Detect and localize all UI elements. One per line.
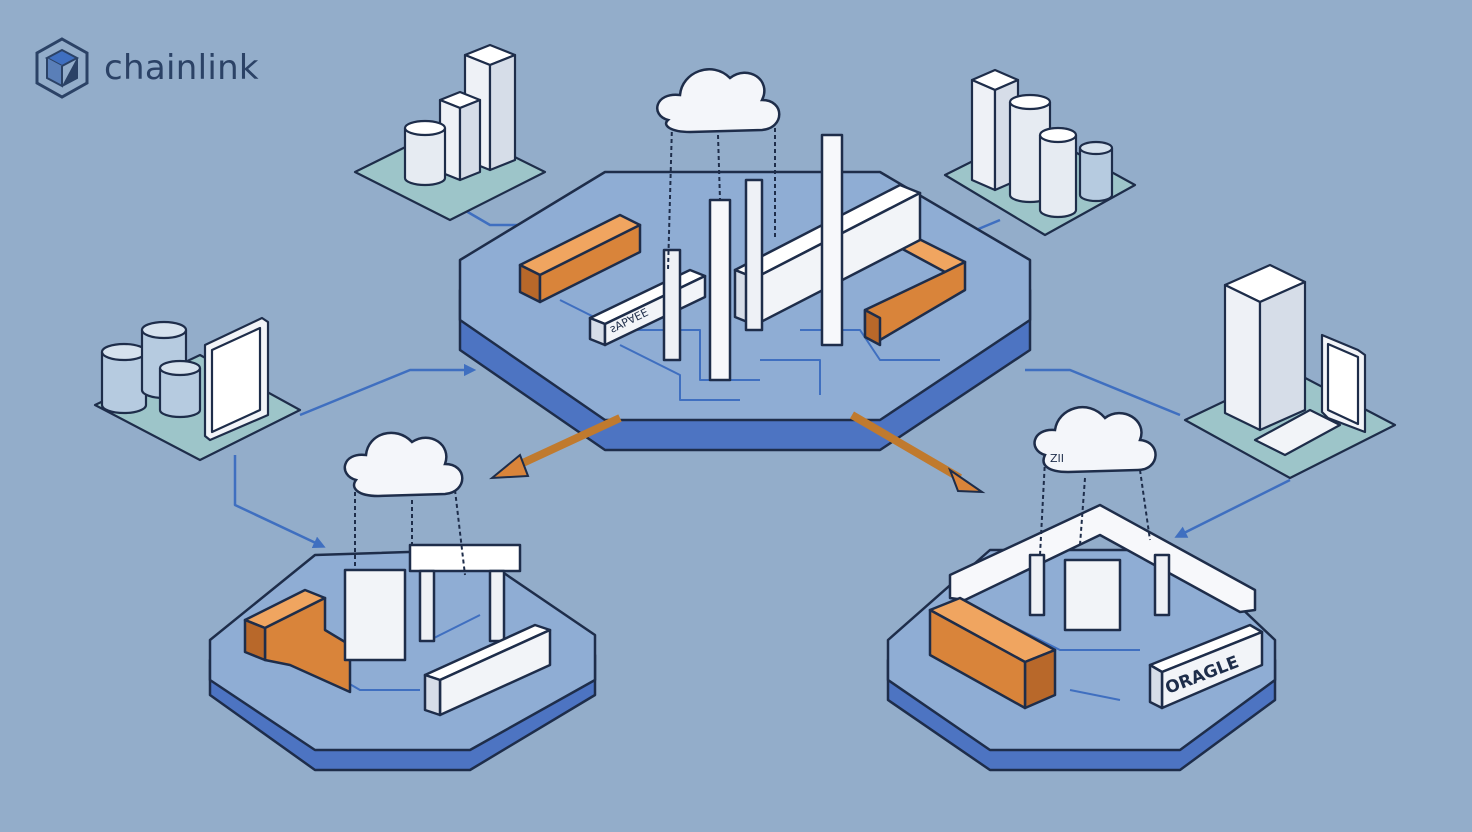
orange-block-right — [863, 235, 967, 347]
right-cloud: ZII — [1033, 406, 1157, 556]
brand-logo: chainlink — [34, 36, 259, 100]
orange-block-left-platform — [243, 588, 352, 694]
right-arch — [948, 503, 1257, 632]
tablet-device — [1320, 333, 1367, 434]
connector-right-down — [1174, 478, 1291, 538]
cloud-chains — [667, 124, 776, 271]
hexagon-cube-icon — [35, 37, 89, 99]
database-cylinder — [403, 119, 447, 187]
cloud-shape — [656, 68, 781, 134]
database-cylinder — [1038, 126, 1078, 219]
left-platform — [208, 543, 597, 772]
left-gate — [343, 543, 522, 662]
right-platform: ORAGLE — [886, 503, 1277, 772]
orange-block-left — [518, 213, 642, 304]
connector-mid-right — [1025, 368, 1181, 417]
database-cylinder — [158, 359, 202, 419]
left-panel — [423, 623, 552, 717]
oracle-sign — [1148, 623, 1264, 710]
orange-block-right-platform — [928, 596, 1057, 710]
connector-left-down — [233, 455, 326, 548]
connector-mid-left — [299, 363, 477, 417]
cluster-right — [1183, 263, 1397, 480]
database-cylinder — [1078, 140, 1114, 203]
keyboard — [1253, 408, 1342, 457]
arrow-to-left — [489, 414, 622, 480]
main-platform: ƨAP∀EE — [458, 133, 1032, 452]
server-cluster-top-left — [353, 43, 547, 222]
cloud-tag-label: ZII — [1050, 452, 1064, 465]
arrow-to-right — [849, 411, 986, 494]
left-cloud — [343, 431, 466, 576]
server-cluster-top-right — [943, 68, 1137, 237]
main-pillars — [662, 133, 844, 382]
brand-name: chainlink — [104, 48, 259, 88]
main-cloud — [656, 68, 781, 271]
server-tower — [1223, 263, 1307, 432]
cluster-left — [93, 316, 302, 462]
tablet-device — [203, 316, 270, 442]
database-cylinder — [100, 342, 148, 415]
